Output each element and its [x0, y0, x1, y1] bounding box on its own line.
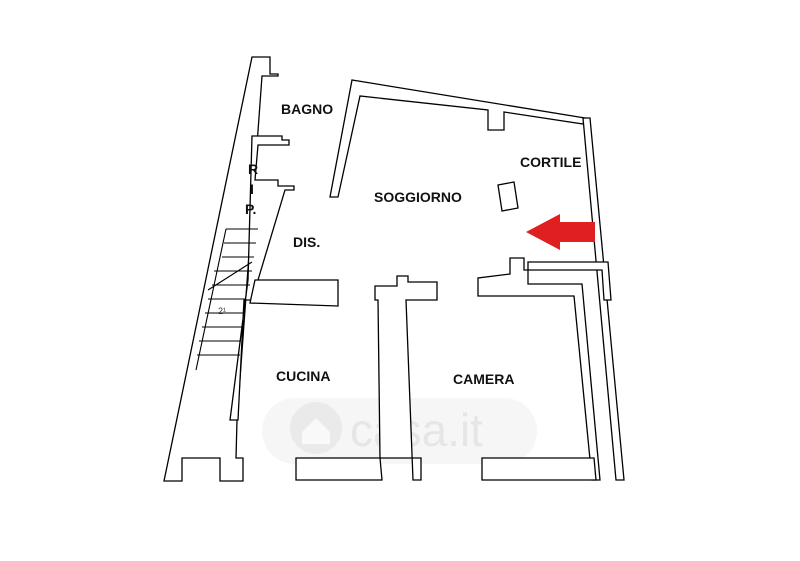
- wall-soggiorno-top: [329, 79, 586, 198]
- wall-stair-outer: [163, 56, 279, 482]
- staircase: 2¹: [195, 228, 258, 371]
- room-label-cortile: CORTILE: [520, 154, 581, 170]
- room-label-bagno: BAGNO: [281, 101, 333, 117]
- room-label-cucina: CUCINA: [276, 368, 330, 384]
- room-label-rip-3: P.: [245, 201, 256, 217]
- room-label-rip-2: I: [250, 181, 254, 197]
- wall-bottom-cucina: [295, 457, 383, 481]
- wall-cucina-camera: [374, 275, 438, 481]
- arrow-left-icon: [526, 214, 595, 250]
- watermark-text: casa.it: [350, 404, 483, 456]
- wall-dis-stub: [249, 279, 339, 307]
- stair-mark: 2¹: [218, 306, 226, 316]
- room-label-dis: DIS.: [293, 234, 320, 250]
- cortile-feature: [497, 181, 519, 212]
- house-icon: [290, 402, 342, 454]
- room-label-rip-1: R: [248, 161, 258, 177]
- wall-stair-inner: [229, 135, 295, 421]
- wall-bottom-camera: [481, 457, 597, 481]
- room-label-soggiorno: SOGGIORNO: [374, 189, 462, 205]
- room-label-camera: CAMERA: [453, 371, 514, 387]
